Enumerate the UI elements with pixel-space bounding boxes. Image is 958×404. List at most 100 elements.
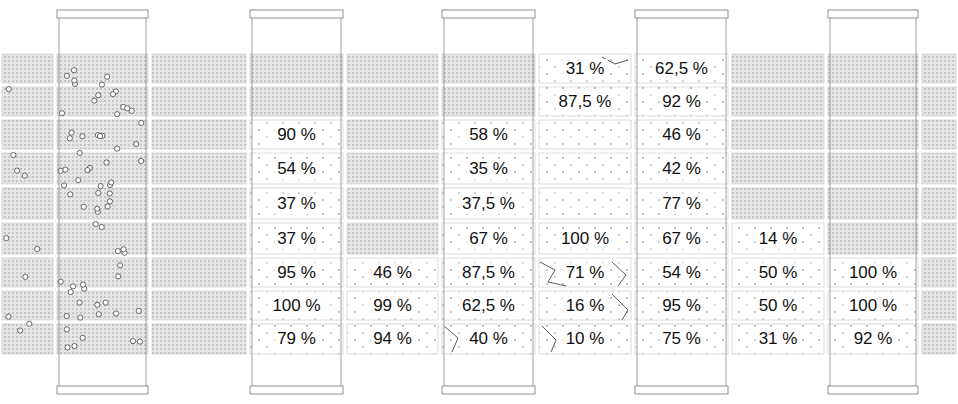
ceiling-panel <box>442 223 535 254</box>
ceiling-panel <box>828 258 918 287</box>
beam-outline <box>442 10 535 394</box>
ceiling-panel <box>442 153 535 184</box>
spot-marker <box>77 150 82 155</box>
spot-marker <box>68 289 73 294</box>
beam-outline <box>828 10 918 394</box>
spot-marker <box>136 308 141 313</box>
spot-marker <box>115 112 120 117</box>
coverage-value: 100 % <box>846 263 900 283</box>
crack-line <box>542 326 556 352</box>
coverage-value: 50 % <box>756 263 801 283</box>
ceiling-panel <box>828 188 918 219</box>
spot-marker <box>59 111 64 116</box>
ceiling-panel <box>347 223 438 254</box>
coverage-value: 79 % <box>274 329 319 349</box>
spot-marker <box>121 247 126 252</box>
ceiling-panel <box>539 324 631 354</box>
ceiling-panel <box>347 120 438 149</box>
spot-marker <box>98 184 103 189</box>
spot-marker <box>96 190 101 195</box>
spot-marker <box>114 311 119 316</box>
spot-marker <box>116 274 121 279</box>
ceiling-panel <box>828 87 918 116</box>
ceiling-panel <box>828 223 918 254</box>
spot-marker <box>69 130 74 135</box>
coverage-value: 14 % <box>756 229 801 249</box>
coverage-value: 54 % <box>274 159 319 179</box>
coverage-value: 10 % <box>563 329 608 349</box>
ceiling-panel <box>635 258 728 287</box>
ceiling-panel <box>539 120 631 149</box>
coverage-value: 62,5 % <box>652 59 711 79</box>
ceiling-panel <box>922 223 956 254</box>
ceiling-panel <box>347 54 438 83</box>
ceiling-panel <box>635 87 728 116</box>
coverage-value: 37,5 % <box>459 194 518 214</box>
spot-marker <box>103 300 108 305</box>
ceiling-panel <box>635 223 728 254</box>
spot-marker <box>64 327 69 332</box>
coverage-value: 50 % <box>756 296 801 316</box>
ceiling-panel <box>732 54 824 83</box>
coverage-value: 71 % <box>563 263 608 283</box>
spot-marker <box>107 191 112 196</box>
ceiling-panel <box>732 120 824 149</box>
ceiling-panel <box>2 120 53 149</box>
coverage-value: 100 % <box>846 296 900 316</box>
spot-marker <box>118 263 123 268</box>
ceiling-panel <box>152 258 246 287</box>
coverage-value: 40 % <box>466 329 511 349</box>
spot-marker <box>6 314 11 319</box>
ceiling-panel <box>732 291 824 320</box>
coverage-value: 42 % <box>659 159 704 179</box>
spot-marker <box>6 87 11 92</box>
ceiling-panel <box>250 120 343 149</box>
spot-marker <box>80 335 85 340</box>
ceiling-panel <box>250 153 343 184</box>
ceiling-panel <box>57 223 148 254</box>
ceiling-panel <box>539 223 631 254</box>
coverage-value: 75 % <box>659 329 704 349</box>
spot-marker <box>80 282 85 287</box>
coverage-value: 90 % <box>274 125 319 145</box>
spot-marker <box>93 221 98 226</box>
beam-outline <box>250 10 343 394</box>
spot-marker <box>72 78 77 83</box>
spot-marker <box>80 134 85 139</box>
ceiling-panel <box>250 258 343 287</box>
spot-marker <box>11 153 16 158</box>
ceiling-panel <box>828 54 918 83</box>
ceiling-panel <box>635 291 728 320</box>
ceiling-panel <box>2 153 53 184</box>
ceiling-panel <box>152 223 246 254</box>
ceiling-panel <box>828 153 918 184</box>
spot-marker <box>105 74 110 79</box>
coverage-value: 77 % <box>659 194 704 214</box>
spot-marker <box>96 93 101 98</box>
coverage-value: 46 % <box>370 263 415 283</box>
ceiling-panel <box>442 120 535 149</box>
spot-marker <box>109 180 114 185</box>
ceiling-panel <box>250 223 343 254</box>
ceiling-panel <box>152 87 246 116</box>
ceiling-panel <box>2 54 53 83</box>
ceiling-panel <box>347 258 438 287</box>
spot-marker <box>68 192 73 197</box>
spot-marker <box>92 98 97 103</box>
coverage-value: 95 % <box>274 263 319 283</box>
beam-outline <box>635 10 728 394</box>
ceiling-panel <box>732 223 824 254</box>
ceiling-panel <box>922 291 956 320</box>
ceiling-panel <box>539 258 631 287</box>
ceiling-panel <box>2 87 53 116</box>
ceiling-panel <box>57 291 148 320</box>
spot-marker <box>23 274 28 279</box>
ceiling-panel <box>2 291 53 320</box>
spot-marker <box>99 82 104 87</box>
coverage-value: 100 % <box>558 229 612 249</box>
spot-marker <box>27 321 32 326</box>
coverage-value: 58 % <box>466 125 511 145</box>
ceiling-panel <box>442 188 535 219</box>
ceiling-panel <box>152 324 246 354</box>
ceiling-panel <box>2 223 53 254</box>
